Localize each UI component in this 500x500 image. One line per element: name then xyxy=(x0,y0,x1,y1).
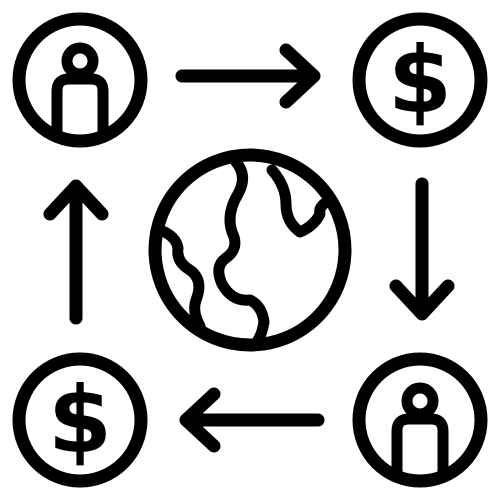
arrow-down-icon xyxy=(389,177,455,321)
person-icon-bottom-right xyxy=(352,352,488,488)
dollar-icon-top-right: $ xyxy=(352,12,488,148)
dollar-glyph: $ xyxy=(48,367,112,474)
arrow-left-icon xyxy=(179,387,325,453)
dollar-icon-bottom-left: $ xyxy=(12,352,148,488)
arrow-right-icon xyxy=(175,43,321,109)
arrow-up-icon xyxy=(43,179,109,325)
person-icon-top-left xyxy=(12,12,148,148)
globe-icon xyxy=(148,148,352,352)
dollar-glyph: $ xyxy=(388,27,452,134)
